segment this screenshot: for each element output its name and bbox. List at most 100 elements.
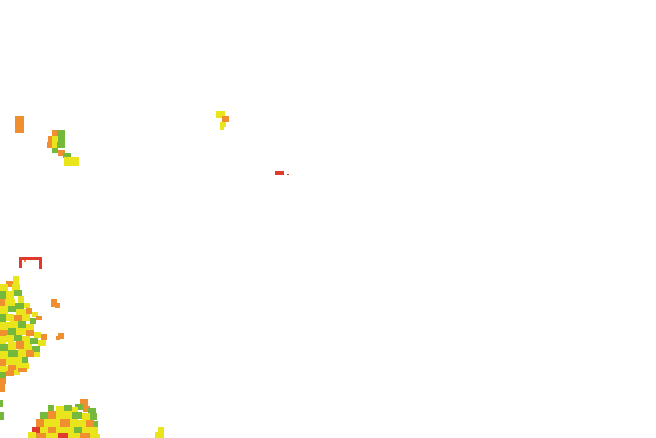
- raster-cell-yellow: [0, 336, 6, 344]
- raster-cell-yellow: [5, 299, 15, 306]
- raster-cell-orange: [26, 330, 34, 336]
- raster-cell-orange: [80, 433, 90, 438]
- raster-cell-yellow: [24, 303, 30, 308]
- raster-cell-yellow: [78, 420, 86, 427]
- raster-cell-yellow: [18, 296, 24, 303]
- raster-cell-yellow: [34, 332, 41, 338]
- raster-cell-green: [15, 303, 24, 309]
- raster-cell-green: [75, 404, 83, 410]
- raster-cell-yellow: [0, 366, 8, 372]
- raster-cell-yellow: [64, 411, 72, 419]
- raster-cell-orange: [36, 419, 44, 427]
- raster-cell-red: [287, 174, 289, 175]
- raster-cell-orange: [0, 330, 8, 336]
- raster-cell-green: [64, 405, 72, 411]
- raster-cell-yellow: [82, 413, 90, 420]
- raster-cell-yellow: [12, 284, 20, 291]
- raster-cell-yellow: [46, 433, 58, 438]
- raster-cell-yellow: [18, 349, 26, 357]
- raster-cell-orange: [0, 359, 6, 366]
- raster-cell-orange: [0, 384, 5, 392]
- raster-cell-green: [14, 335, 22, 341]
- raster-cell-green: [0, 372, 6, 378]
- raster-cell-orange: [52, 130, 57, 136]
- raster-cell-green: [88, 408, 96, 414]
- raster-cell-red: [32, 427, 40, 435]
- raster-cell-red: [58, 433, 68, 438]
- raster-cell-yellow: [44, 419, 52, 427]
- raster-cell-yellow: [158, 427, 164, 433]
- raster-cell-orange: [16, 341, 24, 349]
- raster-cell-yellow: [16, 309, 26, 315]
- raster-cell-orange: [48, 411, 56, 419]
- raster-cell-yellow: [6, 357, 14, 365]
- raster-cell-orange: [8, 365, 16, 371]
- raster-cell-yellow: [24, 344, 32, 350]
- raster-cell-yellow: [216, 111, 225, 118]
- raster-cell-green: [57, 130, 65, 136]
- raster-cell-yellow: [40, 427, 48, 435]
- raster-cell-yellow: [32, 312, 38, 317]
- raster-cell-orange: [0, 299, 5, 306]
- raster-cell-yellow: [16, 328, 26, 335]
- raster-cell-green: [0, 412, 4, 420]
- raster-cell-orange: [6, 281, 13, 287]
- raster-cell-green: [48, 405, 54, 411]
- raster-cell-yellow: [56, 412, 64, 419]
- raster-cell-green: [22, 357, 28, 363]
- raster-cell-yellow: [220, 122, 226, 127]
- raster-cell-yellow: [34, 352, 40, 357]
- raster-cell-green: [74, 427, 82, 435]
- raster-cell-yellow: [0, 322, 10, 330]
- raster-cell-green: [90, 413, 97, 420]
- raster-cell-yellow: [28, 432, 36, 438]
- raster-cell-orange: [80, 399, 88, 406]
- raster-cell-yellow: [13, 276, 19, 284]
- raster-cell-orange: [47, 142, 52, 148]
- raster-cell-yellow: [0, 351, 8, 359]
- raster-cell-yellow: [70, 419, 78, 427]
- raster-cell-green: [0, 400, 3, 407]
- raster-cell-orange: [0, 378, 6, 384]
- raster-cell-orange: [18, 368, 27, 372]
- raster-cell-yellow: [52, 136, 58, 142]
- raster-cell-green: [8, 350, 18, 357]
- raster-cell-yellow: [6, 314, 14, 321]
- raster-cell-orange: [26, 350, 34, 357]
- raster-cell-green: [0, 344, 8, 351]
- raster-cell-yellow: [6, 291, 14, 299]
- raster-cell-orange: [56, 336, 60, 340]
- raster-cell-green: [18, 321, 26, 328]
- raster-cell-green: [57, 142, 65, 148]
- raster-cell-yellow: [38, 340, 46, 346]
- raster-cell-yellow: [14, 357, 22, 365]
- raster-cell-orange: [24, 260, 26, 262]
- raster-cell-yellow: [155, 432, 164, 438]
- raster-cell-orange: [48, 427, 56, 435]
- raster-cell-green: [30, 338, 38, 344]
- raster-cell-yellow: [0, 284, 8, 292]
- raster-cell-yellow: [22, 314, 30, 321]
- raster-cell-green: [0, 291, 6, 299]
- raster-cell-yellow: [0, 306, 8, 314]
- raster-cell-yellow: [16, 364, 24, 370]
- raster-cell-green: [63, 153, 71, 158]
- raster-cell-orange: [55, 303, 60, 308]
- raster-cell-orange: [86, 420, 94, 427]
- raster-cell-yellow: [52, 419, 60, 427]
- raster-cell-orange: [6, 371, 14, 376]
- raster-cell-green: [32, 346, 40, 352]
- raster-cell-orange: [83, 406, 90, 412]
- raster-cell-green: [72, 412, 82, 419]
- raster-cell-green: [58, 136, 65, 142]
- raster-cell-orange: [51, 299, 57, 307]
- raster-cell-orange: [222, 116, 229, 122]
- raster-cell-yellow: [6, 335, 14, 342]
- raster-cell-yellow: [14, 370, 20, 375]
- raster-cell-red: [39, 260, 42, 269]
- raster-cell-orange: [15, 116, 24, 133]
- raster-cell-green: [0, 314, 6, 322]
- raster-cell-yellow: [82, 427, 90, 435]
